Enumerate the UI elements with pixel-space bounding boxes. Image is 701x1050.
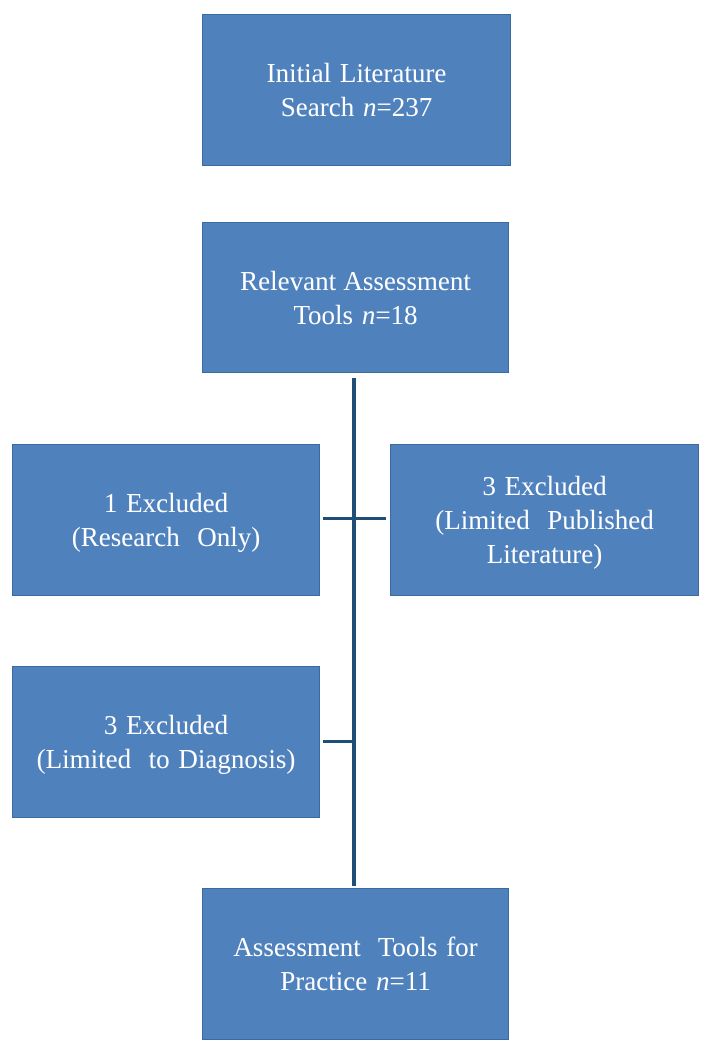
branch-connector-research (323, 517, 354, 520)
node-excluded-research-label: 1 Excluded (Research Only) (72, 486, 260, 554)
node-excluded-literature-label: 3 Excluded (Limited Published Literature… (435, 469, 653, 571)
node-relevant-tools-prefix: Tools (293, 299, 362, 330)
node-relevant-tools-label: Relevant Assessment Tools n=18 (240, 264, 471, 332)
node-practice-tools-line2: Practice n=11 (233, 964, 477, 998)
node-initial-search-count: =237 (376, 92, 433, 122)
node-practice-tools: Assessment Tools for Practice n=11 (202, 888, 509, 1040)
node-relevant-tools: Relevant Assessment Tools n=18 (202, 222, 509, 373)
node-excluded-literature: 3 Excluded (Limited Published Literature… (390, 444, 699, 596)
node-excluded-literature-line3: Literature) (486, 539, 603, 569)
node-relevant-tools-n: n (361, 299, 376, 330)
node-excluded-literature-line1: 3 Excluded (482, 471, 607, 501)
node-relevant-tools-count: =18 (375, 299, 418, 330)
node-excluded-research-line1: 1 Excluded (103, 488, 229, 518)
node-practice-tools-line1: Assessment Tools for (233, 932, 478, 962)
node-initial-search: Initial Literature Search n=237 (202, 14, 511, 166)
node-practice-tools-n: n (375, 966, 390, 996)
node-excluded-diagnosis-line2: (Limited to Diagnosis) (36, 744, 296, 774)
node-initial-search-line1: Initial Literature (266, 58, 447, 88)
node-initial-search-prefix: Search (280, 92, 363, 122)
branch-connector-literature (354, 517, 386, 520)
node-excluded-research: 1 Excluded (Research Only) (12, 444, 320, 596)
node-practice-tools-label: Assessment Tools for Practice n=11 (233, 930, 477, 998)
node-excluded-diagnosis: 3 Excluded (Limited to Diagnosis) (12, 666, 320, 818)
main-vertical-connector (352, 378, 356, 886)
node-relevant-tools-line1: Relevant Assessment (240, 265, 471, 296)
node-relevant-tools-line2: Tools n=18 (240, 298, 471, 332)
node-excluded-diagnosis-label: 3 Excluded (Limited to Diagnosis) (37, 708, 296, 776)
branch-connector-diagnosis (323, 740, 354, 743)
node-practice-tools-prefix: Practice (280, 966, 376, 996)
node-excluded-literature-line2: (Limited Published (435, 505, 654, 535)
node-practice-tools-count: =11 (389, 966, 431, 996)
node-initial-search-label: Initial Literature Search n=237 (267, 56, 447, 124)
node-excluded-research-line2: (Research Only) (71, 522, 261, 552)
node-initial-search-n: n (362, 92, 377, 122)
node-initial-search-line2: Search n=237 (267, 90, 447, 124)
node-excluded-diagnosis-line1: 3 Excluded (103, 710, 229, 740)
